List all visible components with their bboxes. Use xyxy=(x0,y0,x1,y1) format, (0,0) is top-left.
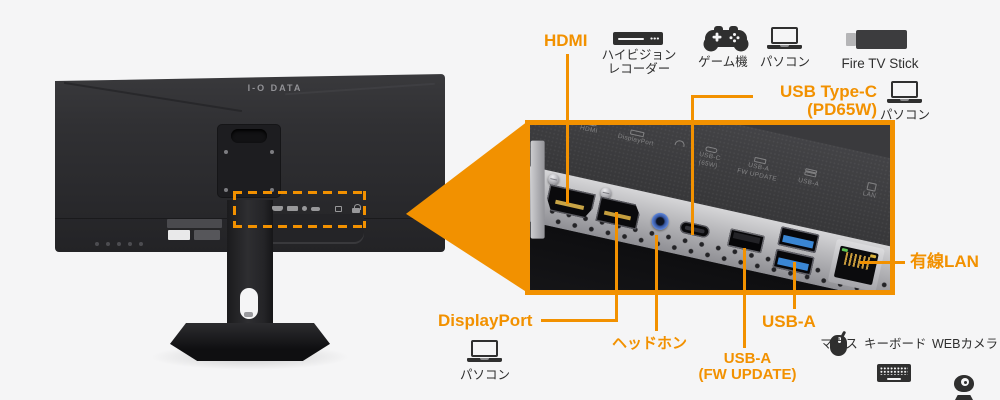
usb-a-fw-label-line2: (FW UPDATE) xyxy=(698,366,797,383)
game-console-icon xyxy=(700,26,752,58)
headphone-engraved-glyph xyxy=(674,139,686,148)
lan-mini-icon xyxy=(335,205,342,212)
mouse-label: マウス xyxy=(820,337,858,351)
port-panel-inner: HDMI DisplayPort USB-C (65W) USB-A xyxy=(530,125,890,290)
pc-usb-c-label: パソコン xyxy=(879,108,930,122)
bracket-flange xyxy=(530,140,545,239)
recorder-label-line2: レコーダー xyxy=(607,62,671,77)
webcam-icon xyxy=(950,375,978,400)
headphone-mini-icon xyxy=(302,206,307,211)
hdmi-callout-line xyxy=(566,54,569,204)
webcam-pupil xyxy=(963,380,967,384)
pc-hdmi-label: パソコン xyxy=(759,55,810,69)
lan-callout-line xyxy=(860,261,905,264)
usb-a-label: USB-A xyxy=(762,312,816,331)
laptop-base xyxy=(767,45,802,49)
monitor-rear-view: I-O DATA xyxy=(0,0,470,400)
mount-screw xyxy=(270,188,274,192)
usb-a-mini-icon xyxy=(324,205,331,213)
keyboard-spacebar xyxy=(887,377,901,380)
mouse-icon xyxy=(828,330,850,357)
usb-a-fw-callout-line xyxy=(743,248,746,348)
usb-c-label-line2: (PD65W) xyxy=(807,100,877,119)
displayport-mini-icon xyxy=(287,206,298,211)
vesa-mount-plate xyxy=(218,125,280,197)
displayport-callout-line-h xyxy=(541,319,618,322)
laptop-screen xyxy=(771,27,798,44)
game-console-label: ゲーム機 xyxy=(698,55,748,69)
mount-screw xyxy=(224,150,228,154)
highlight-box-bottom xyxy=(233,225,366,228)
keyboard-keys xyxy=(880,367,908,375)
port-panel-photo: HDMI DisplayPort USB-C (65W) USB-A xyxy=(525,120,895,295)
recorder-label-line1: ハイビジョン xyxy=(601,48,677,62)
laptop-base xyxy=(887,99,922,103)
mouse-wheel xyxy=(837,337,841,343)
lan-led-yellow xyxy=(869,253,877,259)
stand-hinge xyxy=(244,312,253,317)
lan-label: 有線LAN xyxy=(910,252,979,271)
spec-label xyxy=(167,219,222,228)
headphone-callout-line xyxy=(655,235,658,331)
highlight-box-top xyxy=(233,191,366,194)
certification-sticker xyxy=(194,230,220,240)
webcam-label: WEBカメラ xyxy=(932,337,998,351)
displayport-callout-line-v xyxy=(615,212,618,322)
headphone-label: ヘッドホン xyxy=(612,335,688,352)
brand-logo: I-O DATA xyxy=(247,83,303,93)
cable-routing-hole xyxy=(240,288,258,319)
highlight-box-left xyxy=(233,191,236,228)
stick-connector xyxy=(846,33,856,46)
stick-body xyxy=(856,30,907,49)
mount-screw xyxy=(270,150,274,154)
highlight-box-right xyxy=(363,191,366,228)
tilted-chassis-plate: HDMI DisplayPort USB-C (65W) USB-A xyxy=(530,125,890,290)
lan-led-green xyxy=(841,247,849,253)
mount-handle-cutout xyxy=(231,129,267,143)
usb-c-label-line1: USB Type-C xyxy=(780,82,877,101)
fire-tv-stick-icon xyxy=(846,29,908,51)
usb-c-mini-icon xyxy=(311,206,320,211)
recorder-icon xyxy=(613,32,663,45)
recorder-label: ハイビジョン レコーダー xyxy=(600,48,678,77)
usb-c-callout-line-v xyxy=(691,95,694,235)
laptop-base xyxy=(467,358,502,362)
rating-sticker xyxy=(168,230,190,240)
monitor-stand-base xyxy=(170,323,330,361)
pc-displayport-icon xyxy=(467,340,502,362)
fire-tv-label: Fire TV Stick xyxy=(841,56,919,71)
engraved-text: LAN xyxy=(861,190,877,200)
keyboard-label: キーボード xyxy=(864,337,927,351)
laptop-screen xyxy=(891,81,918,98)
hdmi-label: HDMI xyxy=(544,31,588,50)
lan-port-opening xyxy=(833,245,879,286)
pc-hdmi-icon xyxy=(767,27,802,49)
mouse-body xyxy=(830,335,847,356)
pc-displayport-label: パソコン xyxy=(459,368,510,382)
mount-screw xyxy=(224,188,228,192)
pc-usb-c-icon xyxy=(887,81,922,103)
webcam-stand xyxy=(955,395,973,400)
usb-a-fw-label-line1: USB-A xyxy=(723,350,772,367)
laptop-screen xyxy=(471,340,498,357)
lan-port[interactable] xyxy=(827,238,885,290)
osd-button-row[interactable] xyxy=(95,242,143,246)
printed-port-icons xyxy=(272,204,361,213)
displayport-label: DisplayPort xyxy=(438,311,533,330)
usb-a-callout-line xyxy=(793,262,796,309)
hdmi-mini-icon xyxy=(272,206,283,211)
security-lock-icon xyxy=(352,204,361,213)
usb-c-callout-line-h xyxy=(691,95,753,98)
keyboard-icon xyxy=(877,364,911,382)
